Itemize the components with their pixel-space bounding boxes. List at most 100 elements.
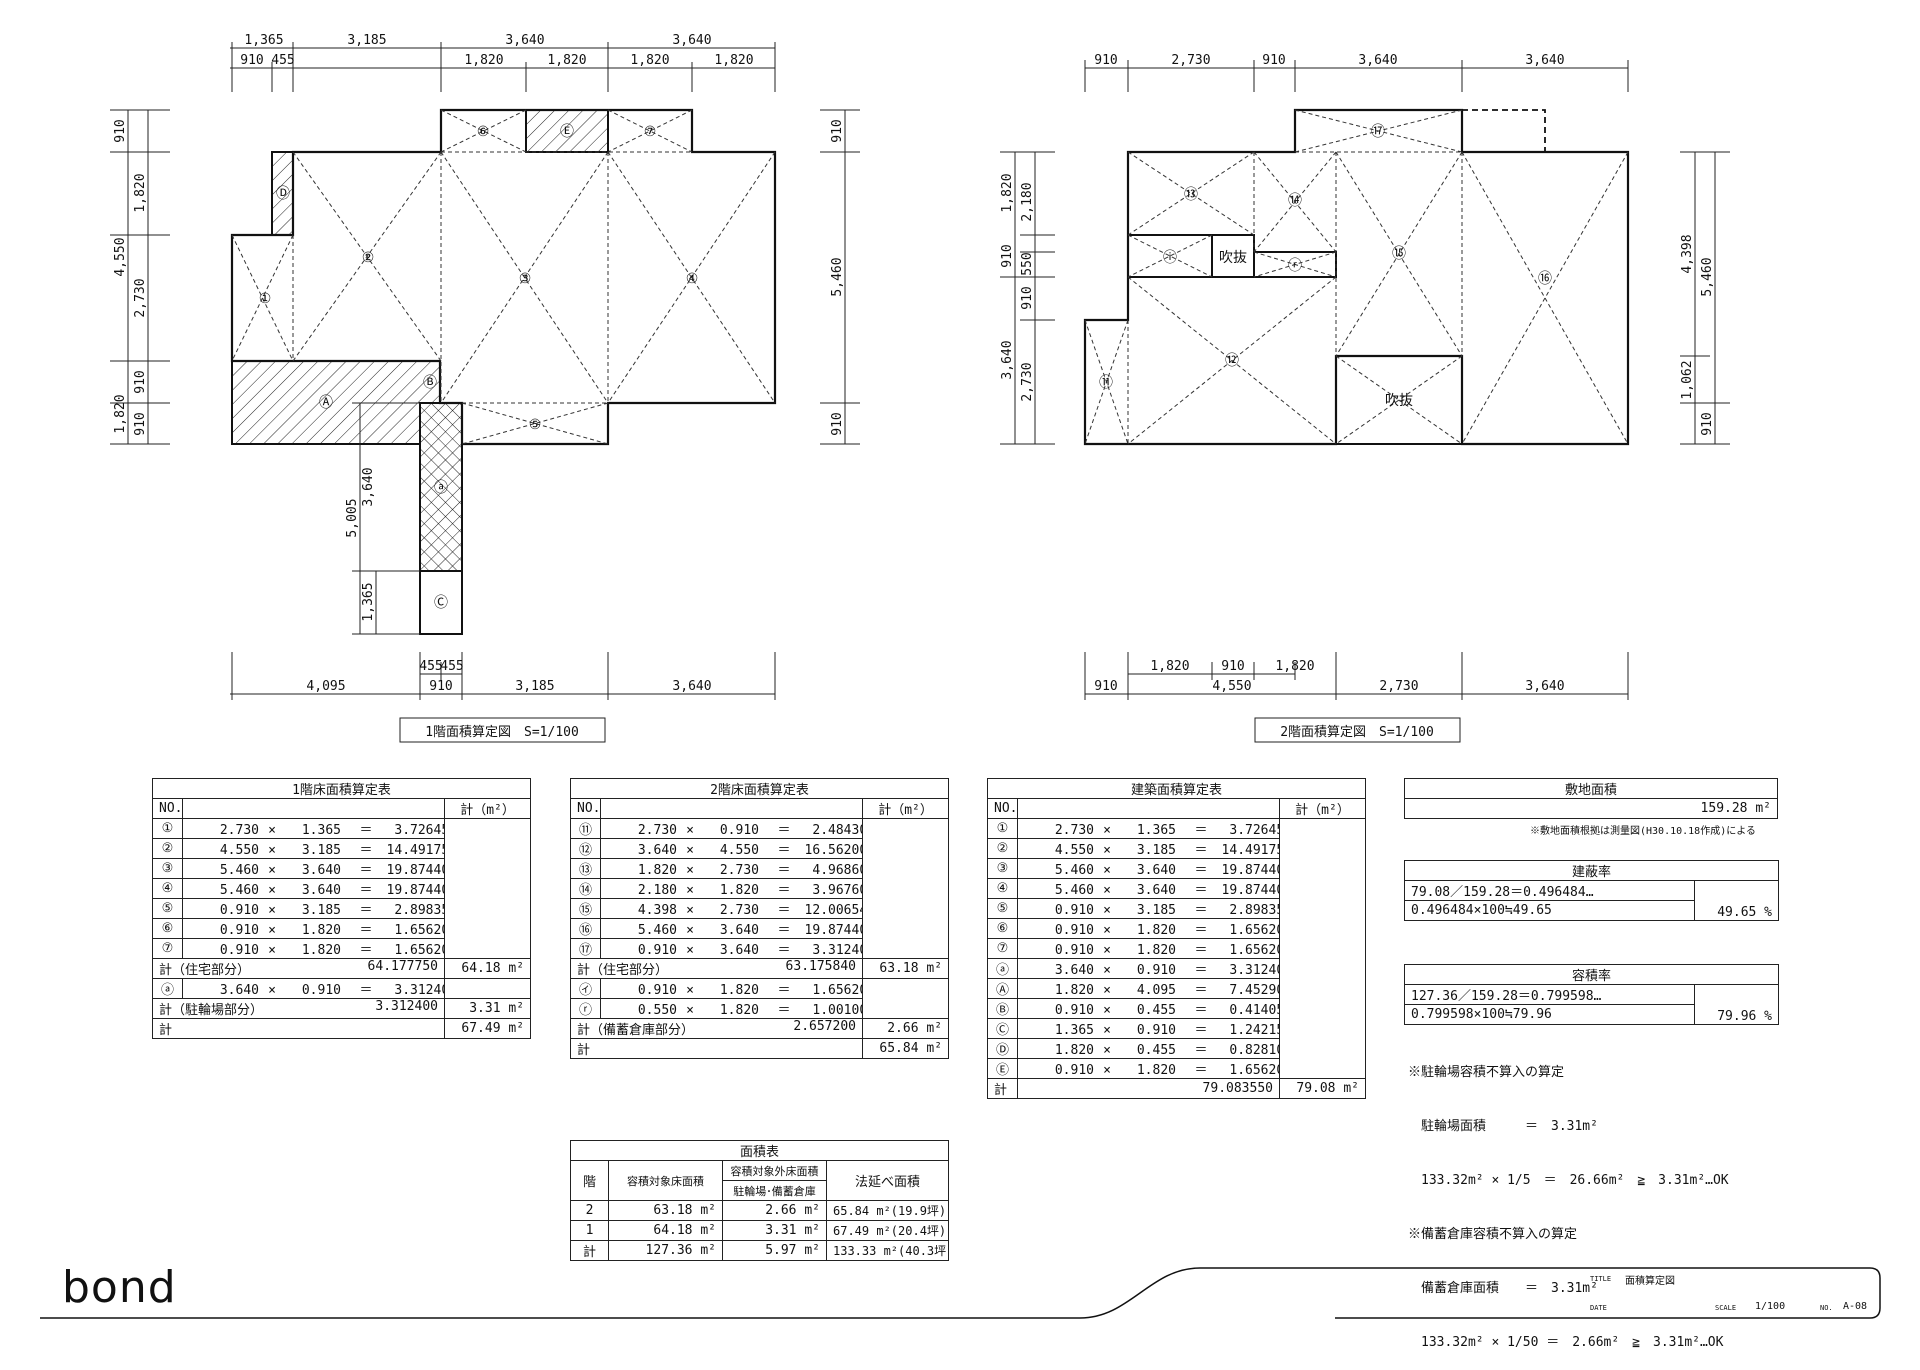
label-5: ⑤ xyxy=(529,417,542,433)
label-C: Ⓒ xyxy=(434,595,448,611)
table-row: ⑭2.180×1.820＝3.967600 xyxy=(570,878,950,899)
svg-text:1,820: 1,820 xyxy=(630,53,669,68)
void-label-upper: 吹抜 xyxy=(1219,250,1247,266)
label-17: ⑰ xyxy=(1371,124,1385,140)
svg-text:1,820: 1,820 xyxy=(1000,173,1015,212)
svg-text:1,365: 1,365 xyxy=(244,33,283,48)
table-row: ⑪2.730×0.910＝2.484300 xyxy=(570,818,950,839)
svg-text:5,460: 5,460 xyxy=(830,257,845,296)
plan-2-caption-box xyxy=(1254,717,1461,743)
svg-text:910: 910 xyxy=(830,412,845,435)
svg-text:3,640: 3,640 xyxy=(1000,340,1015,379)
sheet-scale: 1/100 xyxy=(1755,1301,1786,1312)
table-row: ①2.730×1.365＝3.726450 xyxy=(152,818,532,839)
label-A: Ⓐ xyxy=(319,395,333,411)
svg-text:3,640: 3,640 xyxy=(361,467,376,506)
floor-area-ratio-table: 容積率 127.36／159.28＝0.799598…79.96 % 0.799… xyxy=(1403,964,1780,1025)
plan-1-dimensions xyxy=(110,42,860,700)
svg-text:910: 910 xyxy=(133,370,148,393)
table-row: ⑦0.910×1.820＝1.656200 xyxy=(152,938,532,959)
svg-text:5,005: 5,005 xyxy=(345,498,360,537)
svg-text:910: 910 xyxy=(429,679,452,694)
plan-1-area-labels: ① ② ③ ④ ⑤ ⑥ ⑦ Ⓐ Ⓑ Ⓒ Ⓓ Ⓔ ⓐ xyxy=(259,124,699,611)
table-row: ⑤0.910×3.185＝2.898350 xyxy=(152,898,532,919)
svg-text:4,398: 4,398 xyxy=(1680,234,1695,273)
table-row: ⑤0.910×3.185＝2.898350 xyxy=(987,898,1366,919)
svg-text:910: 910 xyxy=(1094,679,1117,694)
svg-text:3,640: 3,640 xyxy=(1525,53,1564,68)
plan-2-dim-text: 910 2,730 910 3,640 3,640 1,820 910 3,64… xyxy=(1000,53,1715,694)
svg-text:1,820: 1,820 xyxy=(133,173,148,212)
svg-text:1,820: 1,820 xyxy=(113,394,128,433)
plan-2-area-labels: ⑪ ⑫ ⑬ ⑭ ⑮ ⑯ ⑰ ⓘ ⓡ 吹抜 吹抜 xyxy=(1099,124,1552,409)
table-row: ③5.460×3.640＝19.874400 xyxy=(152,858,532,879)
svg-text:1,365: 1,365 xyxy=(361,582,376,621)
table-row: ③5.460×3.640＝19.874400 xyxy=(987,858,1366,879)
table-row: ①2.730×1.365＝3.726450 xyxy=(987,818,1366,839)
label-6: ⑥ xyxy=(477,124,490,140)
floor-plan-2 xyxy=(1083,108,1630,446)
svg-text:3,640: 3,640 xyxy=(1525,679,1564,694)
site-area-note: ※敷地面積根拠は測量図(H30.10.18作成)による xyxy=(1530,826,1756,837)
table-row: ⑦0.910×1.820＝1.656200 xyxy=(987,938,1366,959)
svg-text:3,640: 3,640 xyxy=(505,33,544,48)
svg-text:910: 910 xyxy=(1700,412,1715,435)
svg-text:3,185: 3,185 xyxy=(515,679,554,694)
svg-text:910: 910 xyxy=(1221,659,1244,674)
label-12: ⑫ xyxy=(1225,353,1239,369)
svg-text:1,820: 1,820 xyxy=(464,53,503,68)
svg-text:4,550: 4,550 xyxy=(1212,679,1251,694)
void-label-lower: 吹抜 xyxy=(1385,393,1413,409)
table-row: ⑯5.460×3.640＝19.874400 xyxy=(570,918,950,939)
label-D: Ⓓ xyxy=(276,186,290,202)
svg-text:3,185: 3,185 xyxy=(347,33,386,48)
table-row: Ⓔ0.910×1.820＝1.656200 xyxy=(987,1058,1366,1079)
label-ro: ⓡ xyxy=(1288,258,1302,274)
svg-text:3,640: 3,640 xyxy=(1358,53,1397,68)
label-a: ⓐ xyxy=(434,480,448,496)
area-E xyxy=(525,109,609,153)
svg-text:910: 910 xyxy=(133,412,148,435)
table-row: ②4.550×3.185＝14.491750 xyxy=(987,838,1366,859)
table-row: Ⓑ0.910×0.455＝0.414050 xyxy=(987,998,1366,1019)
label-11: ⑪ xyxy=(1099,375,1113,391)
table-row: ②4.550×3.185＝14.491750 xyxy=(152,838,532,859)
label-7: ⑦ xyxy=(644,124,657,140)
brand-logo: bond xyxy=(62,1262,177,1313)
exemption-notes: ※駐輪場容積不算入の算定 駐輪場面積 ＝ 3.31m² 133.32m² × 1… xyxy=(1408,1065,1729,1350)
svg-text:3,640: 3,640 xyxy=(672,679,711,694)
plan-2-dimensions xyxy=(1000,60,1730,700)
table-row: Ⓓ1.820×0.455＝0.828100 xyxy=(987,1038,1366,1059)
area-C xyxy=(419,570,463,635)
plan-1-dim-text: 1,365 3,185 3,640 3,640 910 455 1,820 1,… xyxy=(113,33,845,694)
table-row: ④5.460×3.640＝19.874400 xyxy=(987,878,1366,899)
table-title: 2階床面積算定表 xyxy=(569,778,950,799)
svg-text:2,180: 2,180 xyxy=(1020,182,1035,221)
svg-text:910: 910 xyxy=(113,119,128,142)
svg-text:910: 910 xyxy=(1262,53,1285,68)
svg-text:910: 910 xyxy=(1020,286,1035,309)
label-1: ① xyxy=(259,291,272,307)
label-4: ④ xyxy=(686,271,699,287)
label-B: Ⓑ xyxy=(423,375,437,391)
table-row: ⓐ3.640×0.910＝3.312400 xyxy=(987,958,1366,979)
svg-text:1,820: 1,820 xyxy=(714,53,753,68)
floor-2-area-table: 2階床面積算定表 NO.計（m²） ⑪2.730×0.910＝2.484300⑫… xyxy=(569,778,950,1059)
void-lower xyxy=(1335,355,1463,445)
svg-text:910: 910 xyxy=(830,119,845,142)
svg-text:455: 455 xyxy=(419,659,442,674)
svg-text:5,460: 5,460 xyxy=(1700,257,1715,296)
label-E: Ⓔ xyxy=(560,124,574,140)
building-area-table: 建築面積算定表 NO.計（m²） ①2.730×1.365＝3.726450②4… xyxy=(987,778,1366,1099)
svg-text:910: 910 xyxy=(1094,53,1117,68)
plan-2-caption: 2階面積算定図 S=1/100 xyxy=(1280,725,1434,740)
sheet-number: A-08 xyxy=(1843,1301,1868,1312)
table-row: ⑥0.910×1.820＝1.656200 xyxy=(987,918,1366,939)
svg-text:1,820: 1,820 xyxy=(547,53,586,68)
svg-text:910: 910 xyxy=(240,53,263,68)
svg-text:2,730: 2,730 xyxy=(133,278,148,317)
